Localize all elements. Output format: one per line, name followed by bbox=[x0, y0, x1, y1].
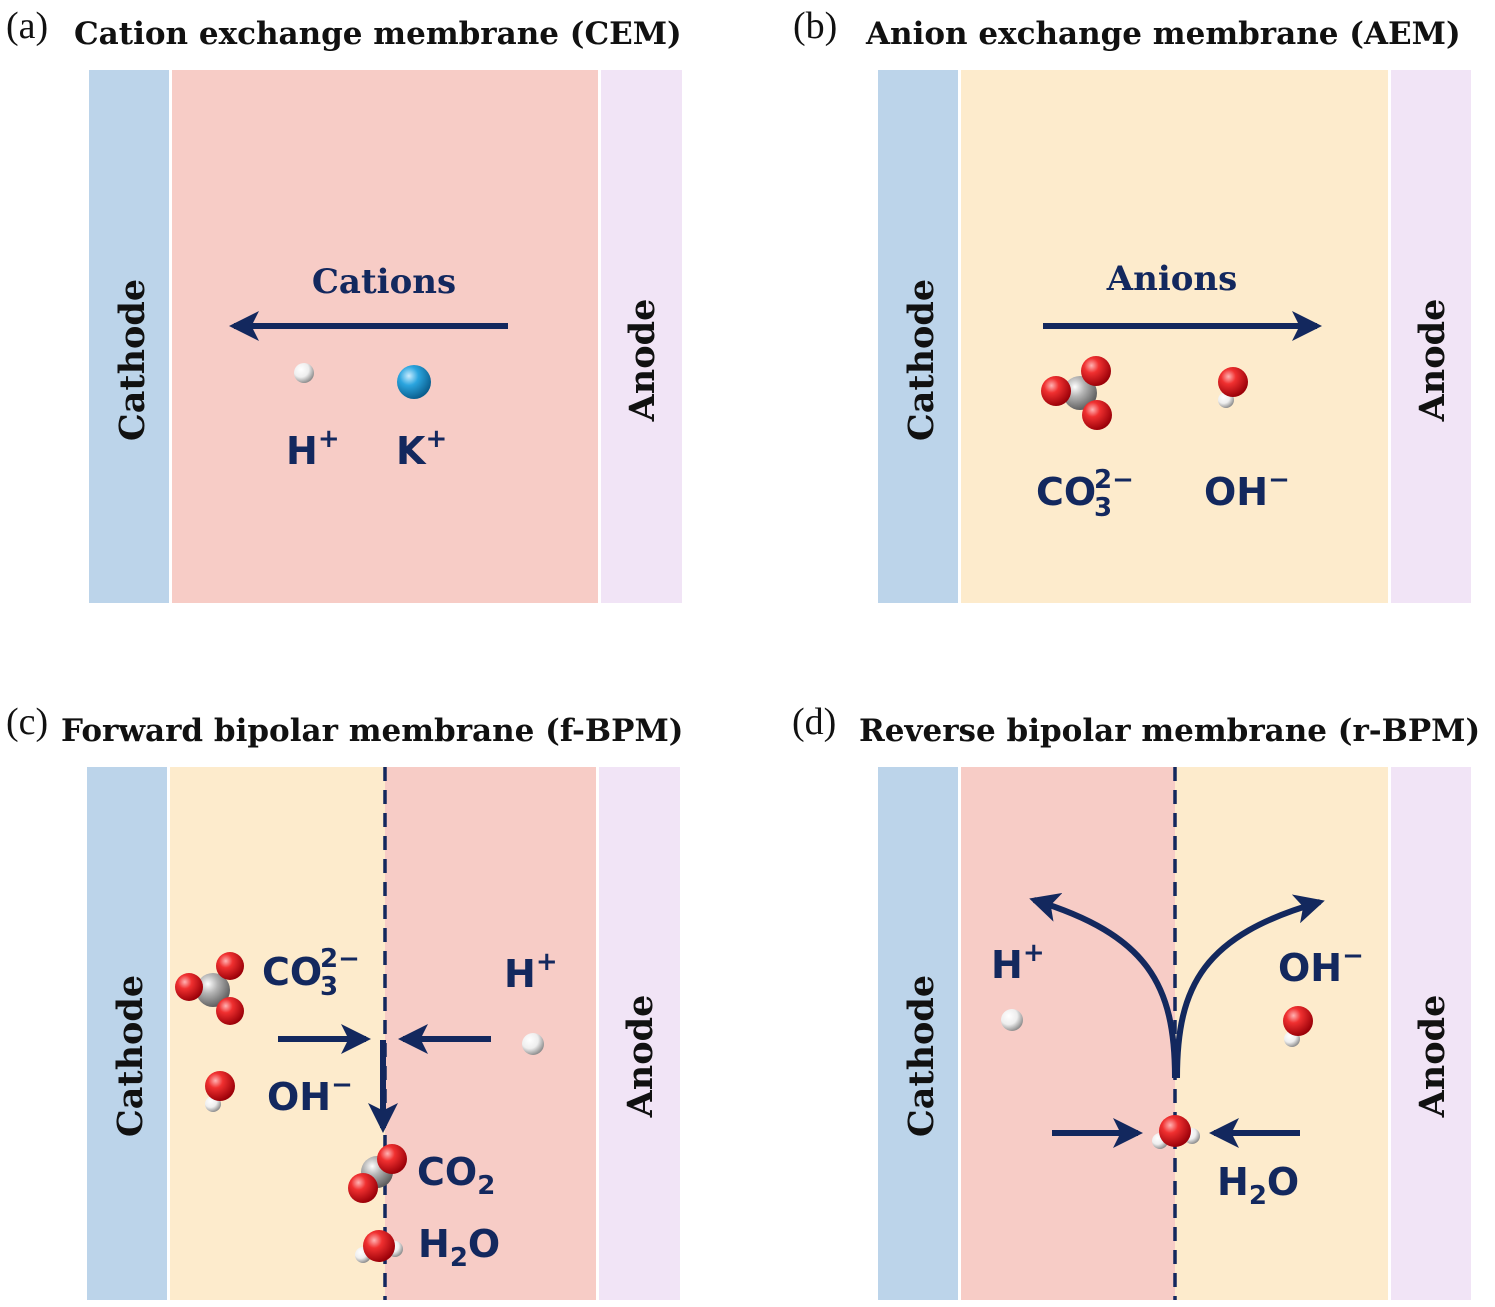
panel-d-hydroxide-molecule bbox=[1283, 1006, 1313, 1047]
panel-a-cem-layer bbox=[172, 70, 598, 603]
panel-b-ion-hydroxide: OH− bbox=[1204, 465, 1290, 514]
panel-d-cem-layer bbox=[961, 767, 1175, 1300]
panel-b-hydroxide-molecule bbox=[1218, 367, 1248, 408]
panel-c-carbonate-molecule bbox=[175, 952, 244, 1025]
panel-c-co2-molecule bbox=[348, 1144, 407, 1203]
panel-c-ion-proton: H+ bbox=[504, 947, 558, 996]
panel-c-water-molecule bbox=[355, 1230, 403, 1263]
panel-d-reactant-h2o: H2O bbox=[1217, 1160, 1299, 1211]
panel-d-anode-label: Anode bbox=[1412, 995, 1453, 1119]
panel-a: (a) Cation exchange membrane (CEM) Catho… bbox=[6, 5, 682, 603]
panel-d-cathode-label: Cathode bbox=[901, 975, 942, 1137]
panel-a-proton-atom bbox=[294, 363, 314, 383]
panel-a-ion-k: K+ bbox=[396, 424, 447, 473]
panel-c: (c) Forward bipolar membrane (f-BPM) Cat… bbox=[6, 701, 683, 1300]
panel-b-flow-label: Anions bbox=[1106, 259, 1238, 299]
panel-d-title: Reverse bipolar membrane (r-BPM) bbox=[859, 713, 1480, 749]
panel-c-cathode bbox=[87, 767, 167, 1300]
panel-d-proton-release-arrow bbox=[1029, 893, 1178, 1079]
panel-c-letter: (c) bbox=[6, 701, 48, 743]
panel-c-cathode-label: Cathode bbox=[110, 975, 151, 1137]
panel-d-ion-hydroxide: OH− bbox=[1278, 941, 1364, 990]
panel-b: (b) Anion exchange membrane (AEM) Cathod… bbox=[793, 5, 1471, 603]
panel-c-aem-layer bbox=[170, 767, 385, 1300]
panel-c-product-h2o: H2O bbox=[418, 1222, 500, 1273]
panel-b-anode bbox=[1391, 70, 1471, 603]
panel-d-proton-atom bbox=[1001, 1009, 1023, 1031]
panel-d-anode bbox=[1391, 767, 1471, 1300]
panel-b-letter: (b) bbox=[793, 5, 837, 47]
panel-d-letter: (d) bbox=[792, 701, 836, 743]
panel-c-title: Forward bipolar membrane (f-BPM) bbox=[61, 713, 683, 749]
panel-c-anode-label: Anode bbox=[620, 995, 661, 1119]
panel-a-cathode-label: Cathode bbox=[112, 279, 153, 441]
panel-d-hydroxide-release-arrow bbox=[1174, 894, 1325, 1079]
panel-a-cathode bbox=[89, 70, 169, 603]
panel-d-water-molecule bbox=[1152, 1115, 1200, 1149]
panel-c-ion-hydroxide: OH− bbox=[267, 1070, 353, 1119]
panel-b-cathode-label: Cathode bbox=[901, 279, 942, 441]
panel-a-letter: (a) bbox=[6, 5, 48, 47]
panel-d: (d) Reverse bipolar membrane (r-BPM) Cat… bbox=[792, 701, 1480, 1300]
panel-a-anode-label: Anode bbox=[622, 299, 663, 423]
panel-b-aem-layer bbox=[961, 70, 1388, 603]
panel-c-ion-carbonate: CO2−3 bbox=[262, 944, 360, 1002]
panel-b-ion-carbonate: CO2−3 bbox=[1036, 465, 1134, 523]
panel-a-flow-label: Cations bbox=[312, 262, 456, 302]
panel-c-hydroxide-molecule bbox=[205, 1071, 235, 1112]
panel-b-cathode bbox=[878, 70, 958, 603]
panel-c-product-co2: CO2 bbox=[417, 1150, 495, 1201]
panel-d-aem-layer bbox=[1175, 767, 1388, 1300]
panel-a-ion-h: H+ bbox=[286, 424, 340, 473]
panel-a-anode bbox=[601, 70, 682, 603]
panel-c-anode bbox=[599, 767, 680, 1300]
panel-d-ion-proton: H+ bbox=[991, 938, 1045, 987]
panel-b-title: Anion exchange membrane (AEM) bbox=[865, 16, 1461, 52]
panel-a-potassium-atom bbox=[397, 365, 431, 399]
panel-d-cathode bbox=[878, 767, 958, 1300]
panel-c-proton-atom bbox=[522, 1033, 544, 1055]
panel-b-carbonate-molecule bbox=[1041, 356, 1112, 430]
panel-c-cem-layer bbox=[385, 767, 596, 1300]
panel-a-title: Cation exchange membrane (CEM) bbox=[74, 16, 682, 52]
panel-b-anode-label: Anode bbox=[1412, 299, 1453, 423]
